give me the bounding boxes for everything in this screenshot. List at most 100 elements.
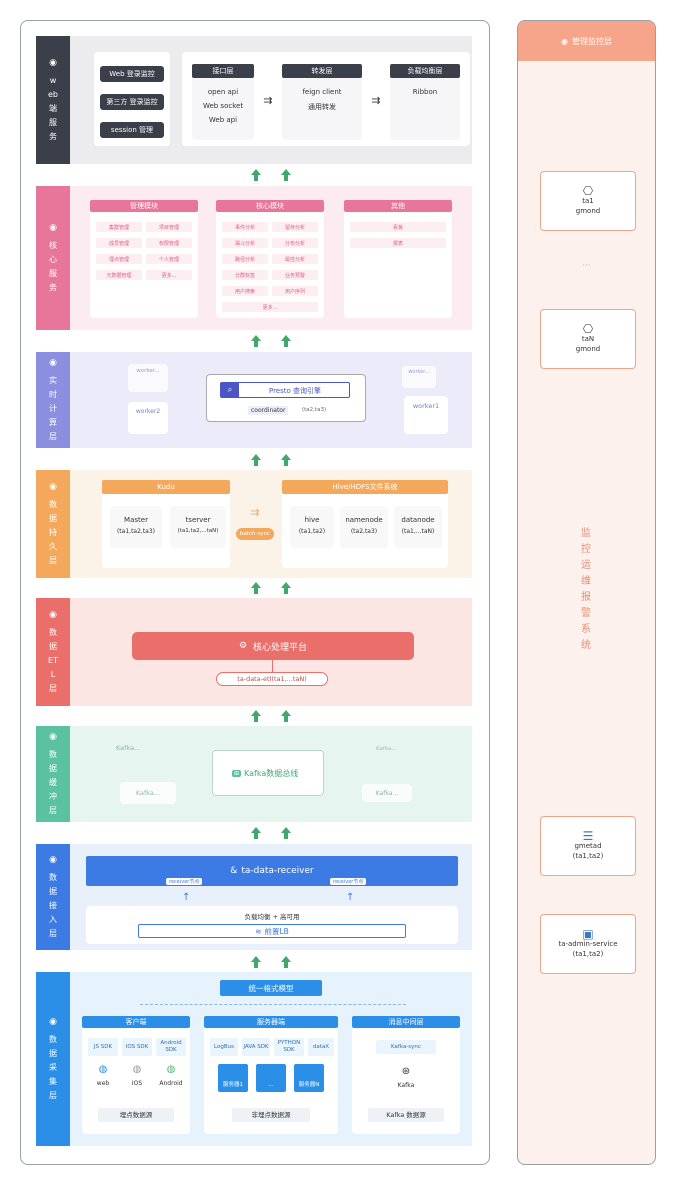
core-cell: 报表 (350, 238, 446, 248)
layer-icon: ◉ (49, 855, 57, 865)
up-arrows-icon (251, 454, 291, 466)
up-arrows-icon (251, 956, 291, 968)
datanode-sub: (ta1,...taN) (401, 528, 435, 535)
layer-icon: ◉ (49, 358, 57, 368)
core-cell: 权限管理 (146, 238, 192, 248)
layer-storage: ◉ 数据持久层 Kudu Master (ta1,ta2,ta3) tserve… (36, 470, 472, 578)
server-node: 服务器N (294, 1064, 324, 1092)
receiver-icon: & (230, 866, 238, 876)
presto-engine-label: Presto 查询引擎 (268, 387, 322, 395)
java-sdk: JAVA SDK (242, 1038, 270, 1056)
kudu-master-sub: (ta1,ta2,ta3) (116, 528, 156, 535)
datanode-name: datanode (401, 516, 435, 524)
arrow-up-icon: ↑ (346, 892, 355, 903)
namenode-name: namenode (345, 516, 383, 524)
other-module-title: 其他 (344, 200, 452, 212)
forward-layer-title: 转发层 (282, 64, 362, 78)
receiver-node-label: receiver节点 (166, 878, 203, 885)
kafka-node-box (120, 782, 176, 804)
worker-box (402, 366, 436, 388)
worker-label: worker... (408, 369, 430, 375)
web-login-monitor: Web 登录监控 (100, 66, 164, 82)
core-cell: 用户搜索 (222, 286, 268, 296)
monitor-dots: ··· (582, 261, 591, 271)
hive-node-sub: (ta1,ta2) (298, 528, 326, 535)
python-sdk: PYTHON SDK (274, 1038, 304, 1056)
kafka-node: Kafka... (135, 789, 161, 797)
layer-icon: ◉ (49, 1017, 57, 1027)
core-cell: 漏斗分析 (222, 238, 268, 248)
thirdparty-login-monitor: 第三方 登录监控 (100, 94, 164, 110)
layer-etl: ◉ 数据ETL层 ⚙ 核心处理平台 ta-data-etl(ta1,...taN… (36, 598, 472, 706)
layer-icon: ◉ (49, 732, 57, 742)
up-arrows-icon (251, 710, 291, 722)
arrow-up-icon: ↑ (182, 892, 191, 903)
layer-label-realtime: ◉ 实时计算层 (36, 352, 70, 448)
kafka-node: Kafka... (375, 790, 399, 797)
kafka-bus: ⊞ Kafka数据总线 (232, 768, 299, 778)
core-cell: 业务预警 (272, 270, 318, 280)
kudu-tserver (170, 506, 226, 548)
general-forward: 通用转发 (308, 103, 336, 111)
kudu-master (110, 506, 162, 548)
interface-layer-title: 接口层 (192, 64, 254, 78)
ribbon: Ribbon (412, 88, 438, 96)
layer-buffer: ◉ 数据缓冲层 Kafka... Kafka... ⊞ Kafka数据总线 Ka… (36, 726, 472, 822)
kafka-icon: ⊞ (232, 769, 242, 777)
datanode (394, 506, 442, 548)
web-icon: ◍ (98, 1064, 108, 1075)
mq-footer: Kafka 数据源 (368, 1108, 444, 1122)
core-cell: 更多... (222, 302, 318, 312)
etl-process: ta-data-etl(ta1,...taN) (216, 672, 328, 686)
core-cell: 个人管理 (146, 254, 192, 264)
web-socket: Web socket (202, 102, 244, 110)
layer-label-collect: ◉ 数据采集层 (36, 972, 70, 1146)
server-node: 服务器1 (218, 1064, 248, 1092)
monitor-box-gmetad: ☰ gmetad (ta1,ta2) (540, 816, 636, 876)
layer-label-etl: ◉ 数据ETL层 (36, 598, 70, 706)
gear-icon: ◉ (561, 36, 568, 46)
worker-label: worker1 (412, 402, 440, 410)
layer-ingest: ◉ 数据接入层 & ta-data-receiver receiver节点 re… (36, 844, 472, 950)
worker-box (128, 402, 168, 434)
core-cell: 属性分析 (272, 254, 318, 264)
ios-sdk: IOS SDK (122, 1038, 152, 1056)
core-cell: 集群管理 (96, 222, 142, 232)
logbus: LogBus (210, 1038, 238, 1056)
data-receiver: & ta-data-receiver (86, 856, 458, 886)
core-cell: 看板 (350, 222, 446, 232)
layer-label-web: ◉ web端服务 (36, 36, 70, 164)
platform-ios: IOS (131, 1080, 143, 1087)
kafka-node: Kafka... (376, 746, 397, 752)
platform-android: Android (159, 1080, 183, 1087)
apple-icon: ◍ (132, 1064, 142, 1075)
namenode-sub: (ta2,ta3) (350, 528, 378, 535)
architecture-frame (20, 20, 490, 1165)
arrow-right-icon: ⇉ (263, 94, 273, 107)
kafka-node: Kafka... (116, 744, 141, 752)
batch-sync-badge: batch-sync (236, 528, 274, 540)
receiver-node-label: receiver节点 (330, 878, 367, 885)
monitor-vertical-label: 监控运维报警系统 (581, 528, 591, 651)
server-node: ... (256, 1064, 286, 1092)
hive-node (290, 506, 334, 548)
layer-realtime: ◉ 实时计算层 worker... worker2 ⌕ Presto 查询引擎 … (36, 352, 472, 448)
core-platform: ⚙ 核心处理平台 (132, 632, 414, 660)
gear-icon: ⚙ (238, 641, 248, 651)
arrow-right-icon: ⇉ (371, 94, 381, 107)
lb-caption: 负载均衡 + 高可用 (244, 913, 300, 921)
database-icon: ☰ (582, 829, 594, 843)
other-module (344, 200, 452, 318)
hive-node-name: hive (304, 516, 320, 524)
core-module-title: 核心模块 (216, 200, 324, 212)
core-cell: 路径分析 (222, 254, 268, 264)
open-api: open api (207, 88, 239, 96)
monitor-box-ta1: ⎔ ta1 gmond (540, 171, 636, 231)
kudu-tserver-sub: (ta1,ta2,...taN) (177, 528, 219, 534)
front-lb: ≋ 前置LB (138, 924, 406, 938)
connector-line (272, 660, 273, 672)
search-icon: ⌕ (221, 383, 239, 397)
android-sdk: Android SDK (156, 1038, 186, 1056)
platform-web: web (96, 1080, 110, 1087)
namenode (340, 506, 388, 548)
